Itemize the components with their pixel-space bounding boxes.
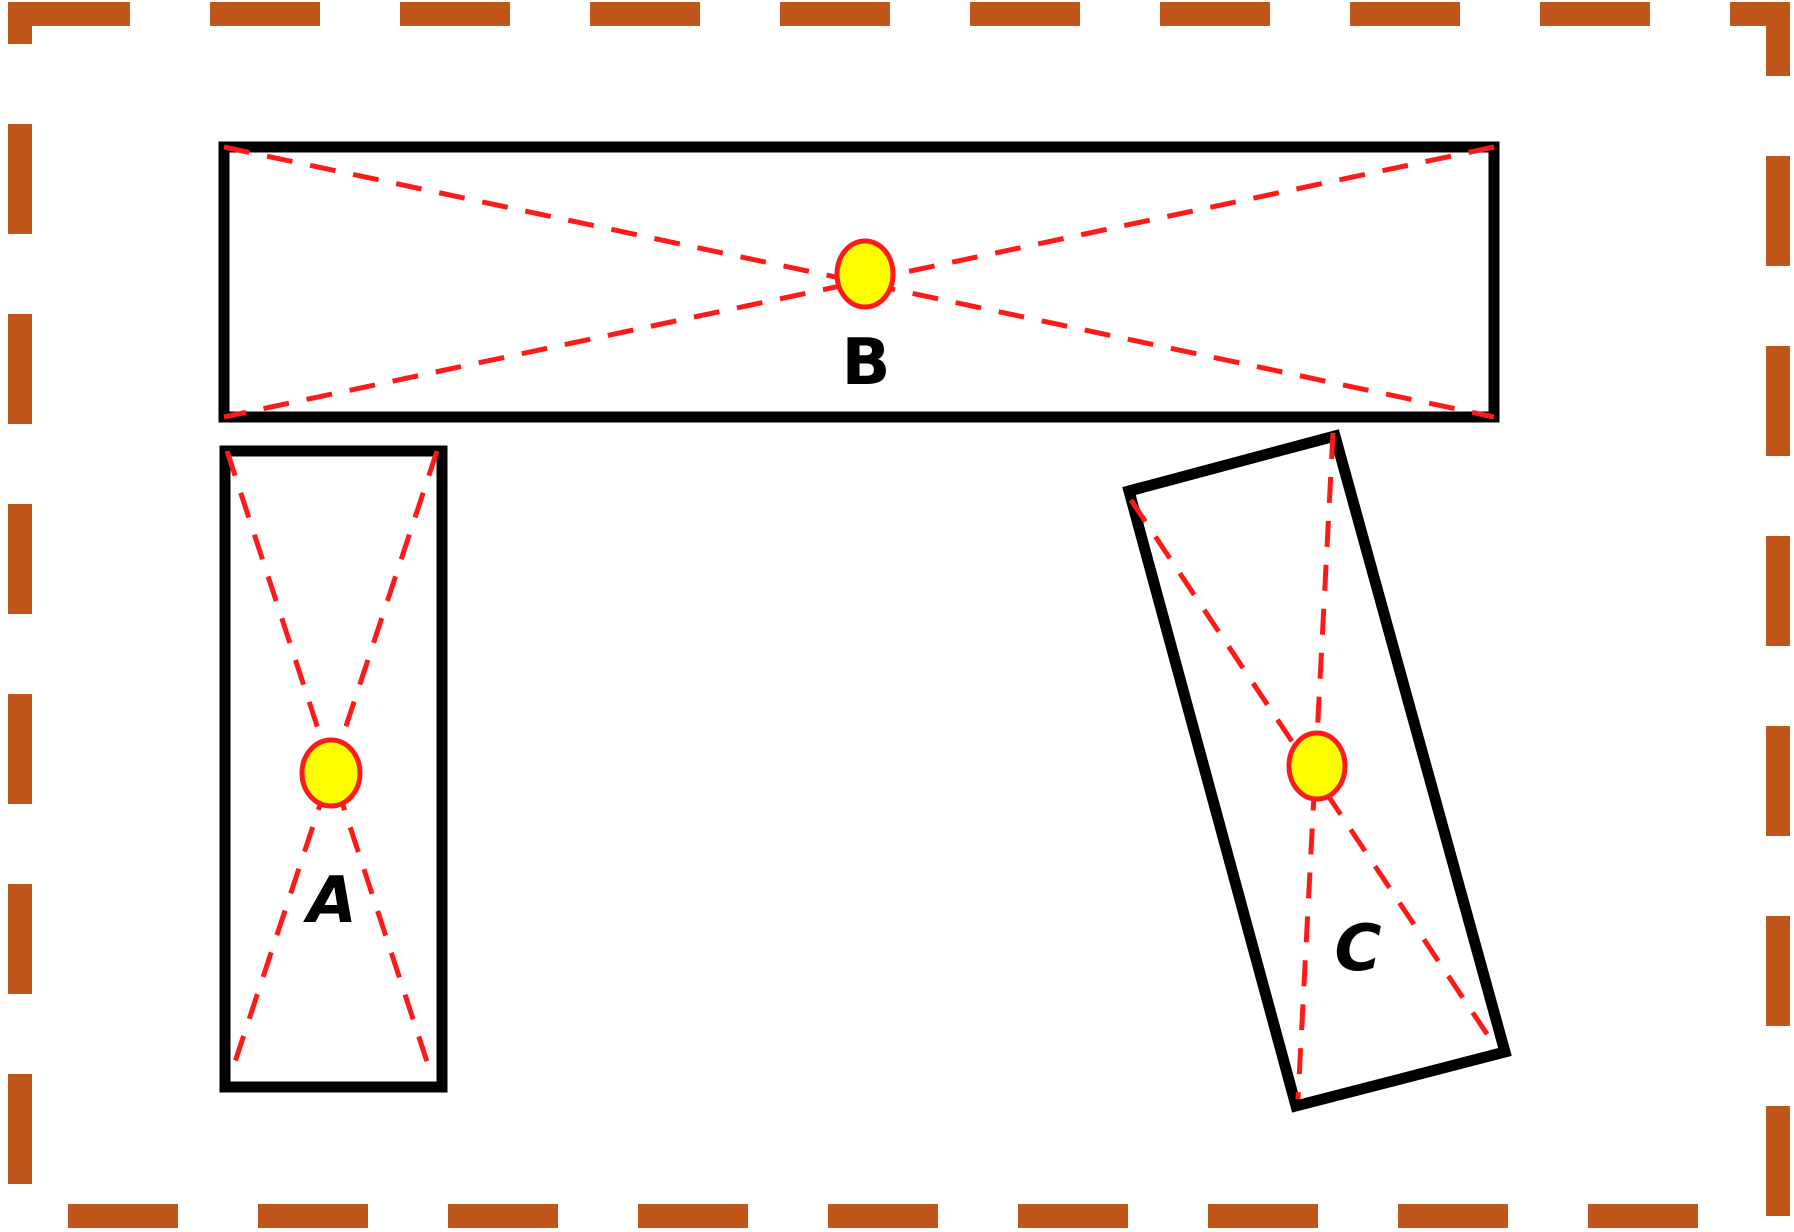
rectangle-a-outline <box>219 445 448 1093</box>
rectangle-c: C <box>1122 429 1512 1113</box>
rectangle-b-diagonal-2 <box>223 144 1495 420</box>
rectangle-a-center-point <box>299 737 363 809</box>
rectangle-c-center-point <box>1286 730 1348 802</box>
rectangle-b: B <box>218 141 1500 423</box>
rectangle-b-diagonal-1 <box>223 144 1495 420</box>
rectangle-a-label: A <box>302 864 357 938</box>
rectangle-b-center-point <box>834 238 896 310</box>
outer-dashed-border <box>8 2 1790 1228</box>
rectangle-b-label: B <box>842 326 891 400</box>
rectangle-c-label: C <box>1335 912 1382 986</box>
rectangle-a: A <box>219 445 448 1093</box>
rectangle-c-outline <box>1122 429 1512 1113</box>
